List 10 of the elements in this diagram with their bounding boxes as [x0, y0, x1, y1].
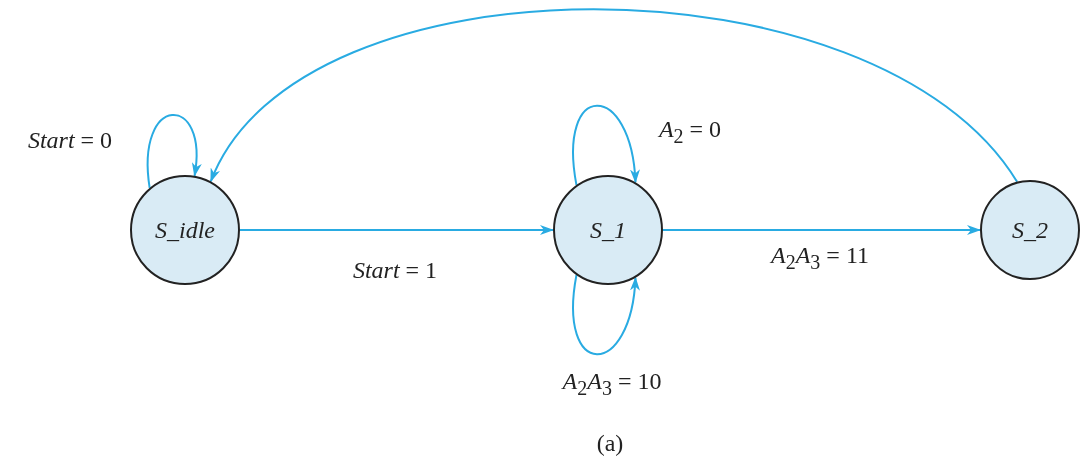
- state-name: S_idle: [155, 216, 215, 244]
- caption: (a): [596, 429, 624, 457]
- transition-arrow: [572, 274, 640, 356]
- transition-arrow: [662, 225, 981, 235]
- state-name: S_1: [590, 216, 626, 244]
- transition-arrow: [209, 8, 1019, 183]
- state-name: S_2: [1012, 216, 1048, 244]
- transition-arrow: [572, 104, 640, 186]
- transition-arrow: [239, 225, 554, 235]
- transition-arrow: [146, 114, 201, 189]
